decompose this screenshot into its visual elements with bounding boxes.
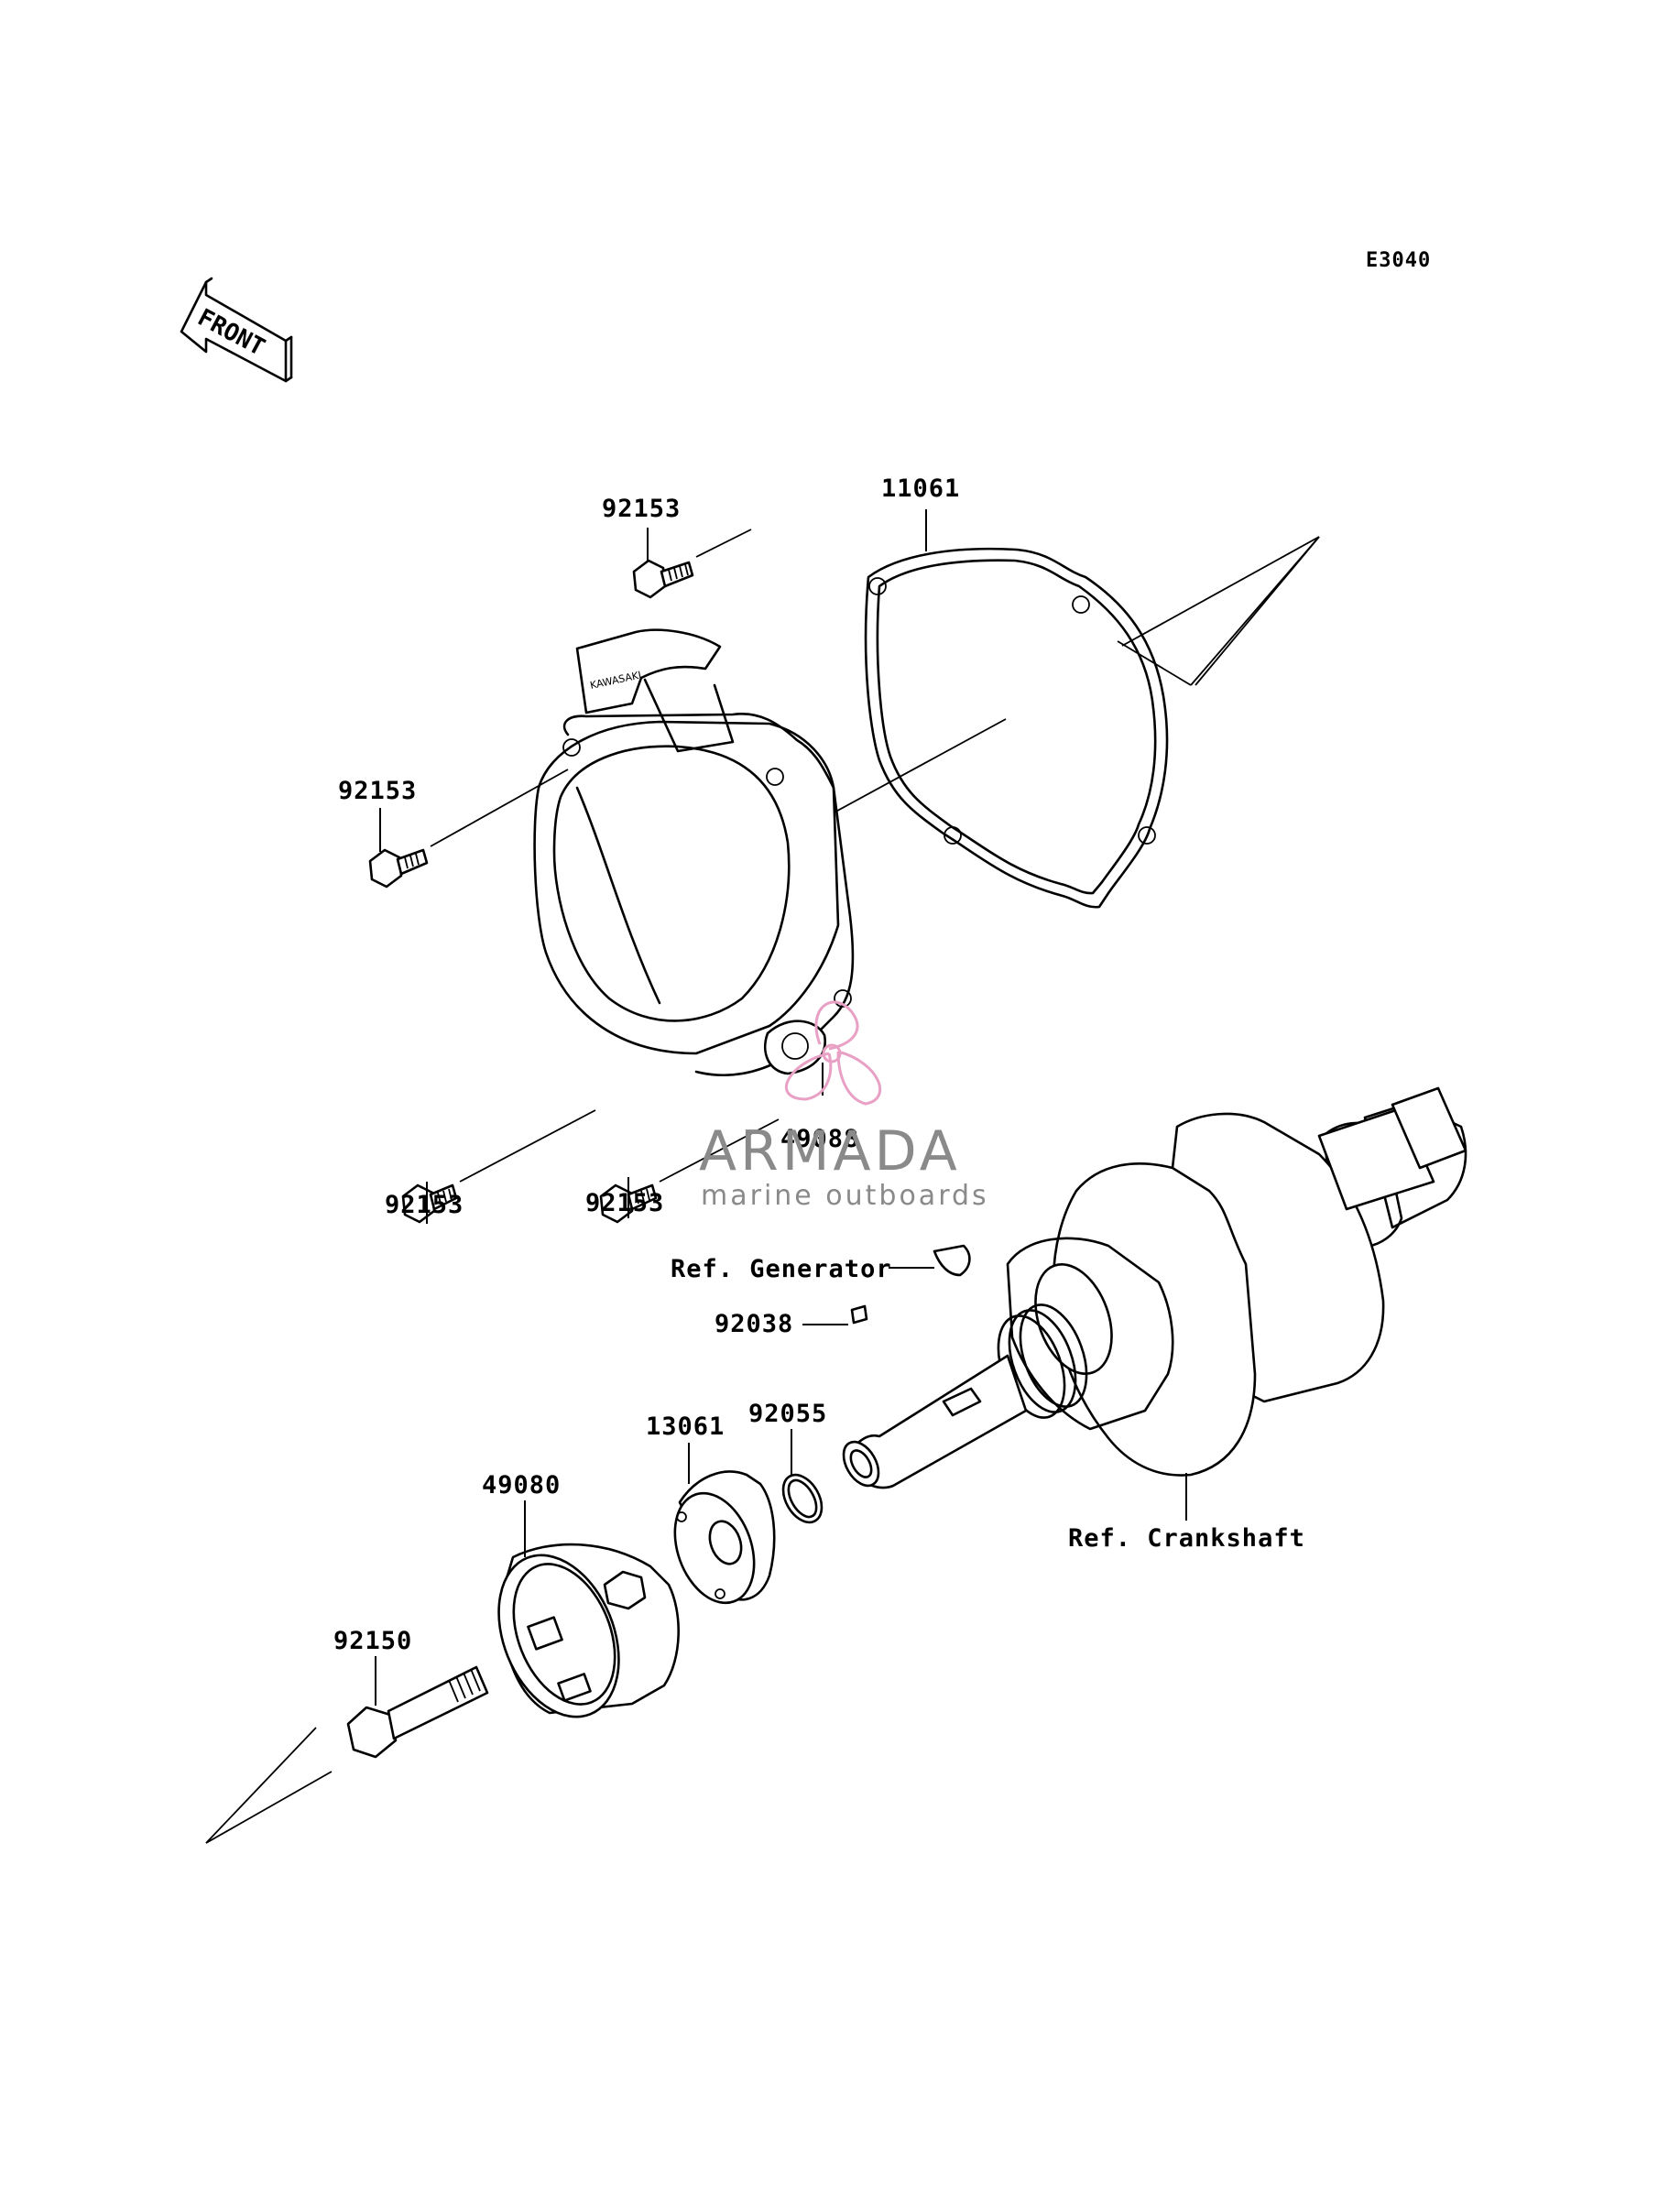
woodruff-key	[933, 1244, 971, 1277]
watermark-tagline: marine outboards	[701, 1180, 989, 1212]
propeller-logo-icon	[785, 1000, 882, 1106]
label-92153-lower-left[interactable]: 92153	[385, 1191, 464, 1219]
front-arrow-icon: FRONT	[180, 277, 293, 383]
label-11061[interactable]: 11061	[881, 474, 961, 503]
label-92153-left[interactable]: 92153	[338, 777, 418, 805]
bolt-92153-left[interactable]	[368, 848, 429, 889]
key-92038[interactable]	[850, 1304, 868, 1325]
gasket-11061[interactable]	[864, 547, 1169, 909]
label-49080[interactable]: 49080	[482, 1471, 562, 1500]
crankshaft	[842, 1086, 1467, 1489]
watermark-name: ARMADA	[699, 1119, 961, 1183]
label-92153-top[interactable]: 92153	[602, 495, 682, 523]
bolt-92153-lower-mid[interactable]	[599, 1183, 658, 1224]
label-92150[interactable]: 92150	[333, 1627, 413, 1655]
leader-lines	[375, 509, 1187, 1706]
label-92153-lower-mid[interactable]: 92153	[585, 1189, 665, 1217]
diagram-code: E3040	[1366, 249, 1432, 272]
oring-92055[interactable]	[775, 1468, 829, 1529]
bolt-92153-top[interactable]	[632, 559, 694, 599]
bolt-92150[interactable]	[346, 1665, 489, 1759]
label-92038[interactable]: 92038	[715, 1310, 794, 1338]
label-13061[interactable]: 13061	[646, 1412, 725, 1441]
pulley-49080[interactable]	[476, 1537, 680, 1735]
label-ref-crankshaft[interactable]: Ref. Crankshaft	[1068, 1524, 1305, 1553]
recoil-starter-cover[interactable]: KAWASAKI	[533, 628, 855, 1077]
label-ref-generator[interactable]: Ref. Generator	[671, 1255, 892, 1283]
label-92055[interactable]: 92055	[748, 1400, 828, 1428]
label-49088[interactable]: 49088	[780, 1125, 860, 1153]
hub-13061[interactable]	[660, 1470, 776, 1614]
